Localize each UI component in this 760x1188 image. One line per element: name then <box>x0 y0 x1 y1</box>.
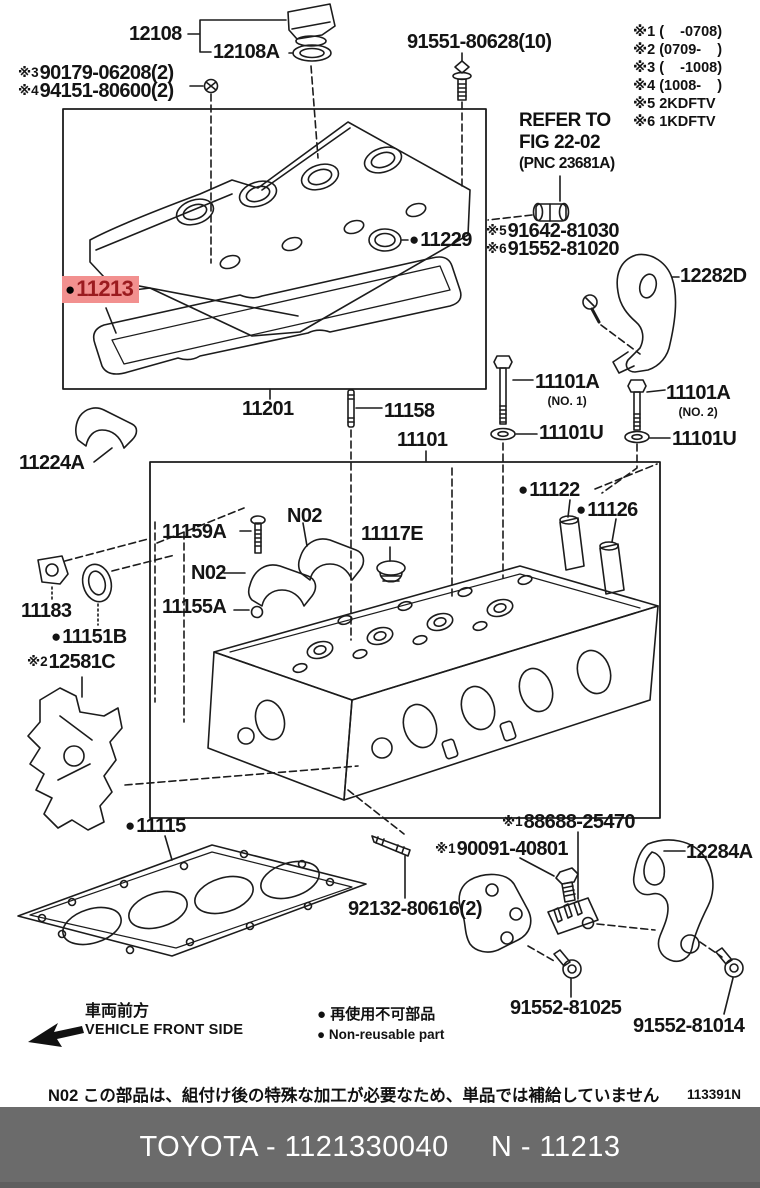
cylinder-head-drawing <box>207 565 659 801</box>
part-label-11159a[interactable]: 11159A <box>162 521 227 543</box>
part-label-91552-81025[interactable]: 91552-81025 <box>510 997 622 1019</box>
timing-case-drawing <box>27 676 123 831</box>
footer-bar: TOYOTA - 1121330040 N - 11213 <box>0 1107 760 1188</box>
bolt-91551-drawing <box>452 52 472 189</box>
part-label-12108[interactable]: 12108 <box>129 23 182 45</box>
sensor-refer-drawing <box>487 175 570 222</box>
valve-cover-drawing <box>89 121 471 337</box>
clamp-88688-drawing <box>547 831 656 935</box>
part-label-12108a[interactable]: 12108A <box>213 41 280 63</box>
valve-guide-drawings <box>559 499 625 595</box>
part-label-12581c[interactable]: ※212581C <box>27 651 116 673</box>
bolt-81025-drawing <box>553 949 582 998</box>
stud-92132-drawing <box>371 835 411 899</box>
applicability-line: ※3 ( -1008) <box>633 60 723 76</box>
grommet-drawing <box>189 65 319 264</box>
part-label-11101[interactable]: 11101 <box>397 429 448 451</box>
part-label-11229[interactable]: ●11229 <box>409 229 472 251</box>
vehicle-front-arrow <box>28 1023 84 1047</box>
ball-11155a-drawing <box>233 605 264 619</box>
frame-valve-cover-box <box>62 108 487 390</box>
refer-note: REFER TO FIG 22-02 (PNC 23681A) <box>519 110 615 172</box>
part-label-11213-highlighted[interactable]: ●11213 <box>62 276 140 303</box>
part-label-11224a[interactable]: 11224A <box>19 452 85 474</box>
head-gasket-drawing <box>17 835 367 957</box>
part-label-n02-lower[interactable]: N02 <box>191 562 226 584</box>
head-bolt-no2-drawing <box>594 379 671 494</box>
part-label-11183[interactable]: 11183 <box>21 600 72 622</box>
part-label-11201[interactable]: 11201 <box>242 398 294 420</box>
part-label-88688[interactable]: ※188688-25470 <box>502 811 636 833</box>
part-label-11101a-no1[interactable]: 11101A(NO. 1) <box>535 371 600 408</box>
seal-11229-drawing <box>368 228 409 252</box>
bottom-note-n02: N02 この部品は、組付け後の特殊な加工が必要なため、単品では補給していません <box>48 1087 660 1105</box>
cam-bearing-cap-drawings <box>223 522 365 607</box>
vehicle-front-marker: 車両前方 VEHICLE FRONT SIDE <box>85 1003 244 1038</box>
part-label-91552-81020[interactable]: ※691552-81020 <box>486 238 620 260</box>
footer-catalog-number: TOYOTA - 1121330040 <box>139 1131 449 1163</box>
construction-lines <box>64 507 405 835</box>
part-label-91552-81014[interactable]: 91552-81014 <box>633 1015 745 1037</box>
part-label-11101u-no1[interactable]: 11101U <box>539 422 604 444</box>
part-label-91551[interactable]: 91551-80628(10) <box>407 31 552 53</box>
part-label-11101a-no2[interactable]: 11101A(NO. 2) <box>666 382 731 419</box>
part-label-11158[interactable]: 11158 <box>384 400 435 422</box>
stud-11158-drawing <box>347 389 383 641</box>
applicability-line: ※2 (0709- ) <box>633 42 723 58</box>
part-label-90179[interactable]: ※390179-06208(2) <box>18 62 174 84</box>
part-label-12284a[interactable]: 12284A <box>686 841 753 863</box>
sensor-11183-drawing <box>37 555 69 601</box>
applicability-line: ※6 1KDFTV <box>633 114 716 130</box>
applicability-line: ※5 2KDFTV <box>633 96 716 112</box>
oil-cap-drawing <box>187 3 336 62</box>
mount-plate-drawing <box>458 873 557 963</box>
bolt-11159a-drawing <box>239 515 266 554</box>
diagram-line-art <box>17 3 744 1047</box>
plug-11117e-drawing <box>376 546 406 583</box>
head-bolt-no1-drawing <box>490 355 538 579</box>
bolt-81014-drawing <box>715 947 744 1015</box>
part-label-11155a[interactable]: 11155A <box>162 596 227 618</box>
nonreusable-legend: ● 再使用不可部品 ● Non-reusable part <box>317 1006 445 1042</box>
gasket-11213-drawing <box>92 256 462 375</box>
part-label-11101u-no2[interactable]: 11101U <box>672 428 737 450</box>
part-label-90091[interactable]: ※190091-40801 <box>435 838 569 860</box>
applicability-line: ※1 ( -0708) <box>633 24 723 40</box>
part-label-12282d[interactable]: 12282D <box>680 265 747 287</box>
hook-12284a-drawing <box>632 839 723 963</box>
figure-code: 113391N <box>687 1087 742 1102</box>
part-label-11115[interactable]: ●11115 <box>125 815 186 837</box>
part-label-11117e[interactable]: 11117E <box>361 523 424 545</box>
part-label-92132[interactable]: 92132-80616(2) <box>348 898 483 920</box>
part-label-94151[interactable]: ※494151-80600(2) <box>18 80 174 102</box>
leader-11101 <box>425 450 453 599</box>
bracket-12282d-drawing <box>582 253 680 374</box>
footer-part-number: N - 11213 <box>490 1131 621 1163</box>
applicability-line: ※4 (1008- ) <box>633 78 723 94</box>
part-label-11126[interactable]: ●11126 <box>576 499 638 521</box>
part-label-11122[interactable]: ●11122 <box>518 479 580 501</box>
part-label-11151b[interactable]: ●11151B <box>51 626 127 648</box>
frame-cylinder-head-box <box>149 461 661 819</box>
seal-11151b-drawing <box>81 563 113 626</box>
part-label-n02-upper[interactable]: N02 <box>287 505 322 527</box>
bolt-90091-drawing <box>519 857 579 903</box>
part-label-91642[interactable]: ※591642-81030 <box>486 220 620 242</box>
cam-cap-11224a-drawing <box>75 407 138 463</box>
